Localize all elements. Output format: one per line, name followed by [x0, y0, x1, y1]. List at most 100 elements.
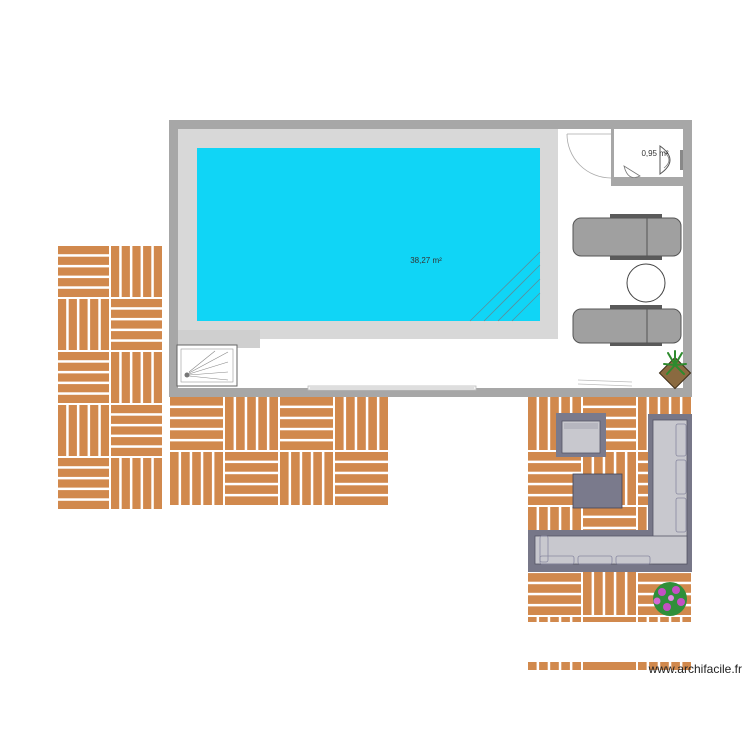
deck-plank [280, 419, 333, 428]
deck-plank [528, 584, 581, 593]
deck-plank [225, 463, 278, 472]
deck-plank [121, 246, 130, 297]
deck-plank [528, 606, 581, 615]
deck-plank [79, 405, 88, 456]
deck-plank [269, 397, 278, 450]
deck-plank [90, 299, 99, 350]
deck-plank [143, 352, 152, 403]
deck-plank [143, 458, 152, 509]
deck-plank [90, 405, 99, 456]
deck-plank [528, 496, 581, 505]
deck-plank [291, 452, 300, 505]
deck-edge-mask [528, 622, 698, 662]
palm-plant-icon [658, 350, 692, 390]
deck-plank [280, 452, 289, 505]
deck-plank [247, 397, 256, 450]
deck-plank [605, 562, 614, 615]
deck-plank [121, 352, 130, 403]
deck-plank [153, 458, 162, 509]
deck-plank [258, 397, 267, 450]
deck-plank [170, 408, 223, 417]
deck-plank [335, 485, 388, 494]
deck-plank [280, 441, 333, 450]
deck-plank [335, 463, 388, 472]
deck-plank [627, 562, 636, 615]
deck-plank [68, 405, 77, 456]
deck-plank [280, 408, 333, 417]
deck-plank [153, 352, 162, 403]
deck-plank [132, 458, 141, 509]
deck-plank [170, 397, 223, 406]
deck-plank [170, 452, 179, 505]
deck-plank [58, 267, 109, 276]
deck-plank [132, 246, 141, 297]
sun-lounger-1 [572, 214, 682, 260]
deck-plank [346, 397, 355, 450]
deck-plank [100, 405, 109, 456]
deck-plank [111, 331, 162, 340]
deck-plank [528, 573, 581, 582]
deck-plank [58, 256, 109, 265]
wc-room: 0,95 m² [566, 129, 683, 186]
deck-plank [313, 452, 322, 505]
deck-plank [58, 278, 109, 287]
deck-plank [68, 299, 77, 350]
deck-plank [143, 246, 152, 297]
deck-plank [58, 384, 109, 393]
corner-sofa [528, 414, 692, 572]
sink-icon [623, 165, 641, 179]
coffee-table [572, 473, 623, 509]
deck-edge-mask [460, 508, 528, 648]
pool-water [197, 148, 540, 321]
pool-steps [469, 251, 541, 322]
deck-plank [280, 430, 333, 439]
deck-plank [583, 661, 636, 670]
deck-plank [528, 463, 581, 472]
deck-plank [58, 468, 109, 477]
pool-area-label: 38,27 m² [410, 256, 442, 265]
deck-plank [58, 458, 109, 467]
deck-plank [539, 397, 548, 450]
deck-plank [583, 441, 636, 450]
deck-plank [528, 397, 537, 450]
deck-plank [58, 394, 109, 403]
deck-plank [121, 458, 130, 509]
deck-plank [58, 405, 67, 456]
deck-plank [170, 441, 223, 450]
sliding-doors [307, 379, 634, 391]
deck-plank [335, 474, 388, 483]
deck-plank [58, 352, 109, 361]
deck-plank [111, 320, 162, 329]
deck-plank [379, 397, 388, 450]
pool: 38,27 m² [178, 129, 558, 348]
deck-plank [111, 299, 162, 308]
deck-plank [335, 452, 388, 461]
deck-plank [214, 452, 223, 505]
deck-edge-mask [692, 397, 750, 637]
deck-plank [280, 397, 333, 406]
deck-plank [58, 479, 109, 488]
deck-plank [302, 452, 311, 505]
deck-plank [583, 617, 636, 626]
deck-plank [111, 426, 162, 435]
deck-plank [58, 246, 109, 255]
deck-plank [170, 419, 223, 428]
deck-bottom [170, 397, 388, 505]
deck-plank [236, 397, 245, 450]
deck-plank [58, 500, 109, 509]
deck-plank [100, 299, 109, 350]
deck-plank [79, 299, 88, 350]
deck-plank [335, 397, 344, 450]
deck-plank [583, 397, 636, 406]
deck-plank [58, 362, 109, 371]
deck-plank [583, 518, 636, 527]
deck-plank [583, 562, 592, 615]
deck-plank [225, 496, 278, 505]
deck-plank [324, 452, 333, 505]
deck-plank [111, 341, 162, 350]
deck-plank [627, 452, 636, 505]
deck-plank [225, 452, 278, 461]
deck-plank [58, 490, 109, 499]
deck-plank [368, 397, 377, 450]
